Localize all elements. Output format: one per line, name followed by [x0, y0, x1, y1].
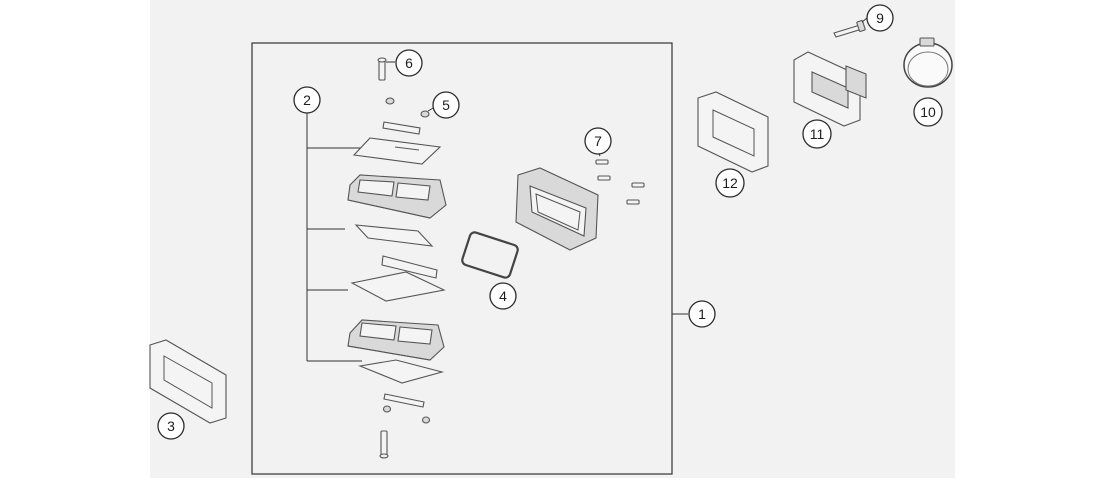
screw-6-shape — [377, 57, 387, 81]
callout-5: 5 — [432, 91, 460, 119]
callout-12: 12 — [715, 168, 745, 198]
reed-cage-upper — [347, 174, 447, 219]
callout-5-label: 5 — [442, 97, 450, 113]
intake-flange-11-shape — [793, 51, 867, 127]
reed-cage-lower — [347, 319, 445, 361]
gasket-3-shape — [149, 339, 227, 424]
reed-petal-upper — [352, 137, 442, 165]
callout-10-label: 10 — [920, 104, 936, 120]
bolt-9-shape — [833, 20, 866, 38]
screws-7 — [595, 159, 645, 205]
leader-9 — [861, 17, 868, 23]
callout-3: 3 — [157, 412, 185, 440]
hose-clamp-10-shape — [903, 37, 953, 88]
reed-petal-lower — [350, 271, 446, 302]
callout-6: 6 — [395, 49, 423, 77]
callout-10: 10 — [913, 97, 943, 127]
part-2-bracket — [306, 112, 365, 362]
callout-9: 9 — [866, 4, 894, 32]
gasket-12-shape — [697, 91, 769, 173]
callout-7-label: 7 — [594, 133, 602, 149]
callout-2: 2 — [293, 86, 321, 114]
callout-2-label: 2 — [303, 92, 311, 108]
stop-plate — [381, 255, 438, 279]
callout-1-label: 1 — [698, 306, 706, 322]
callout-9-label: 9 — [876, 10, 884, 26]
reed-petal-middle — [354, 224, 434, 247]
callout-7: 7 — [584, 127, 612, 155]
lower-fasteners — [379, 393, 431, 459]
gasket-4-shape — [461, 231, 519, 279]
callout-4-label: 4 — [499, 288, 507, 304]
callout-6-label: 6 — [405, 55, 413, 71]
callout-11-label: 11 — [810, 126, 825, 142]
assembly-frame — [251, 42, 673, 475]
callout-4: 4 — [489, 282, 517, 310]
callout-12-label: 12 — [722, 175, 738, 191]
callout-1: 1 — [688, 300, 716, 328]
callout-11: 11 — [802, 119, 832, 149]
reed-petal-bottom — [357, 359, 445, 384]
nut-5-shape — [382, 97, 430, 135]
reed-housing — [515, 167, 599, 251]
callout-3-label: 3 — [167, 418, 175, 434]
